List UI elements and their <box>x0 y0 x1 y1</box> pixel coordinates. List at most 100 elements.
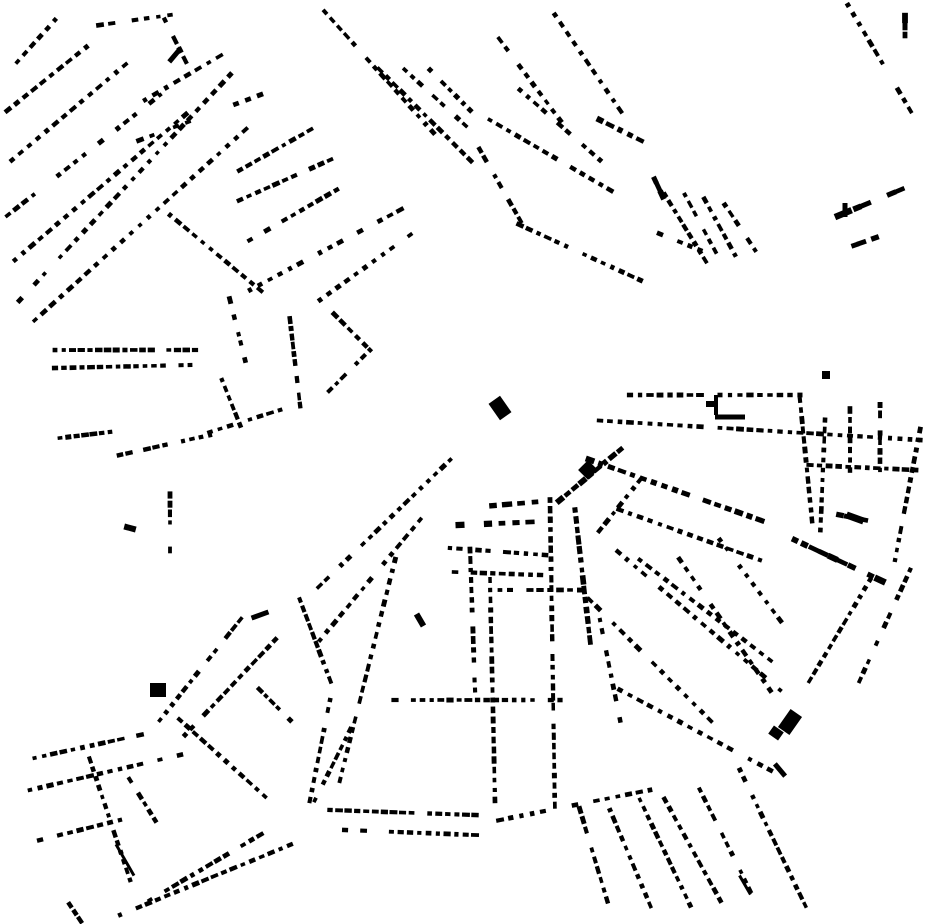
building <box>61 365 67 370</box>
building <box>191 730 200 738</box>
building <box>191 232 198 239</box>
building <box>601 458 609 467</box>
building <box>740 636 748 644</box>
building <box>638 882 646 890</box>
building <box>344 554 353 562</box>
building <box>187 678 194 685</box>
building <box>677 423 683 428</box>
building <box>8 156 16 164</box>
building <box>470 832 480 838</box>
building <box>264 643 273 652</box>
building <box>696 584 703 592</box>
building <box>154 150 160 156</box>
building <box>877 448 883 455</box>
building <box>588 149 596 157</box>
building <box>333 752 341 761</box>
building <box>670 582 679 591</box>
building <box>215 151 222 157</box>
building <box>317 746 323 754</box>
building <box>242 356 249 364</box>
building <box>467 546 473 554</box>
building <box>169 131 178 140</box>
building <box>55 63 65 73</box>
building <box>160 363 166 368</box>
building <box>142 96 148 103</box>
building <box>524 225 534 233</box>
building <box>188 436 196 442</box>
building <box>569 164 578 173</box>
building <box>226 394 232 402</box>
building <box>471 657 477 663</box>
building <box>747 658 754 666</box>
building <box>550 683 556 691</box>
building <box>111 829 118 839</box>
building <box>368 654 374 660</box>
building <box>767 428 773 433</box>
building <box>511 207 519 216</box>
building <box>288 136 297 144</box>
building <box>671 486 679 494</box>
building <box>806 676 814 684</box>
building <box>419 698 426 702</box>
building <box>646 517 654 524</box>
building <box>490 571 496 576</box>
building <box>79 365 85 370</box>
building <box>53 220 62 228</box>
building <box>245 193 253 199</box>
building <box>511 697 517 703</box>
building <box>552 792 558 798</box>
building <box>233 411 240 421</box>
building <box>821 651 829 659</box>
building <box>757 557 763 563</box>
building <box>696 424 704 430</box>
building <box>409 525 417 532</box>
building <box>610 97 617 104</box>
building <box>257 650 266 659</box>
building <box>583 826 589 834</box>
building <box>12 99 21 107</box>
building <box>886 611 893 620</box>
building <box>49 750 58 757</box>
building <box>363 809 370 814</box>
building <box>122 162 129 169</box>
building <box>606 660 612 669</box>
building <box>126 776 134 784</box>
building <box>644 562 653 571</box>
building <box>113 68 120 76</box>
building <box>711 246 719 255</box>
building <box>696 602 705 611</box>
building <box>393 88 401 96</box>
building <box>56 780 64 786</box>
building <box>706 237 714 245</box>
building <box>697 786 703 794</box>
building <box>727 392 733 398</box>
building <box>865 658 871 665</box>
building <box>71 908 79 917</box>
building <box>337 610 346 619</box>
building <box>485 548 491 553</box>
building <box>307 796 313 804</box>
building <box>491 746 497 754</box>
building <box>163 709 170 716</box>
building <box>586 596 594 604</box>
building <box>271 180 281 188</box>
building <box>30 192 37 198</box>
building <box>315 756 321 764</box>
building <box>636 475 644 485</box>
building <box>422 112 428 118</box>
building <box>39 307 49 317</box>
building <box>698 708 706 716</box>
building <box>549 605 555 612</box>
building <box>213 856 223 865</box>
building <box>105 812 111 818</box>
building <box>635 136 645 144</box>
building <box>894 547 900 553</box>
building <box>330 618 339 628</box>
building <box>901 467 910 472</box>
building <box>905 486 912 494</box>
building <box>716 896 724 904</box>
building <box>204 861 214 869</box>
building <box>550 624 554 632</box>
building <box>223 258 232 267</box>
building <box>454 812 460 817</box>
